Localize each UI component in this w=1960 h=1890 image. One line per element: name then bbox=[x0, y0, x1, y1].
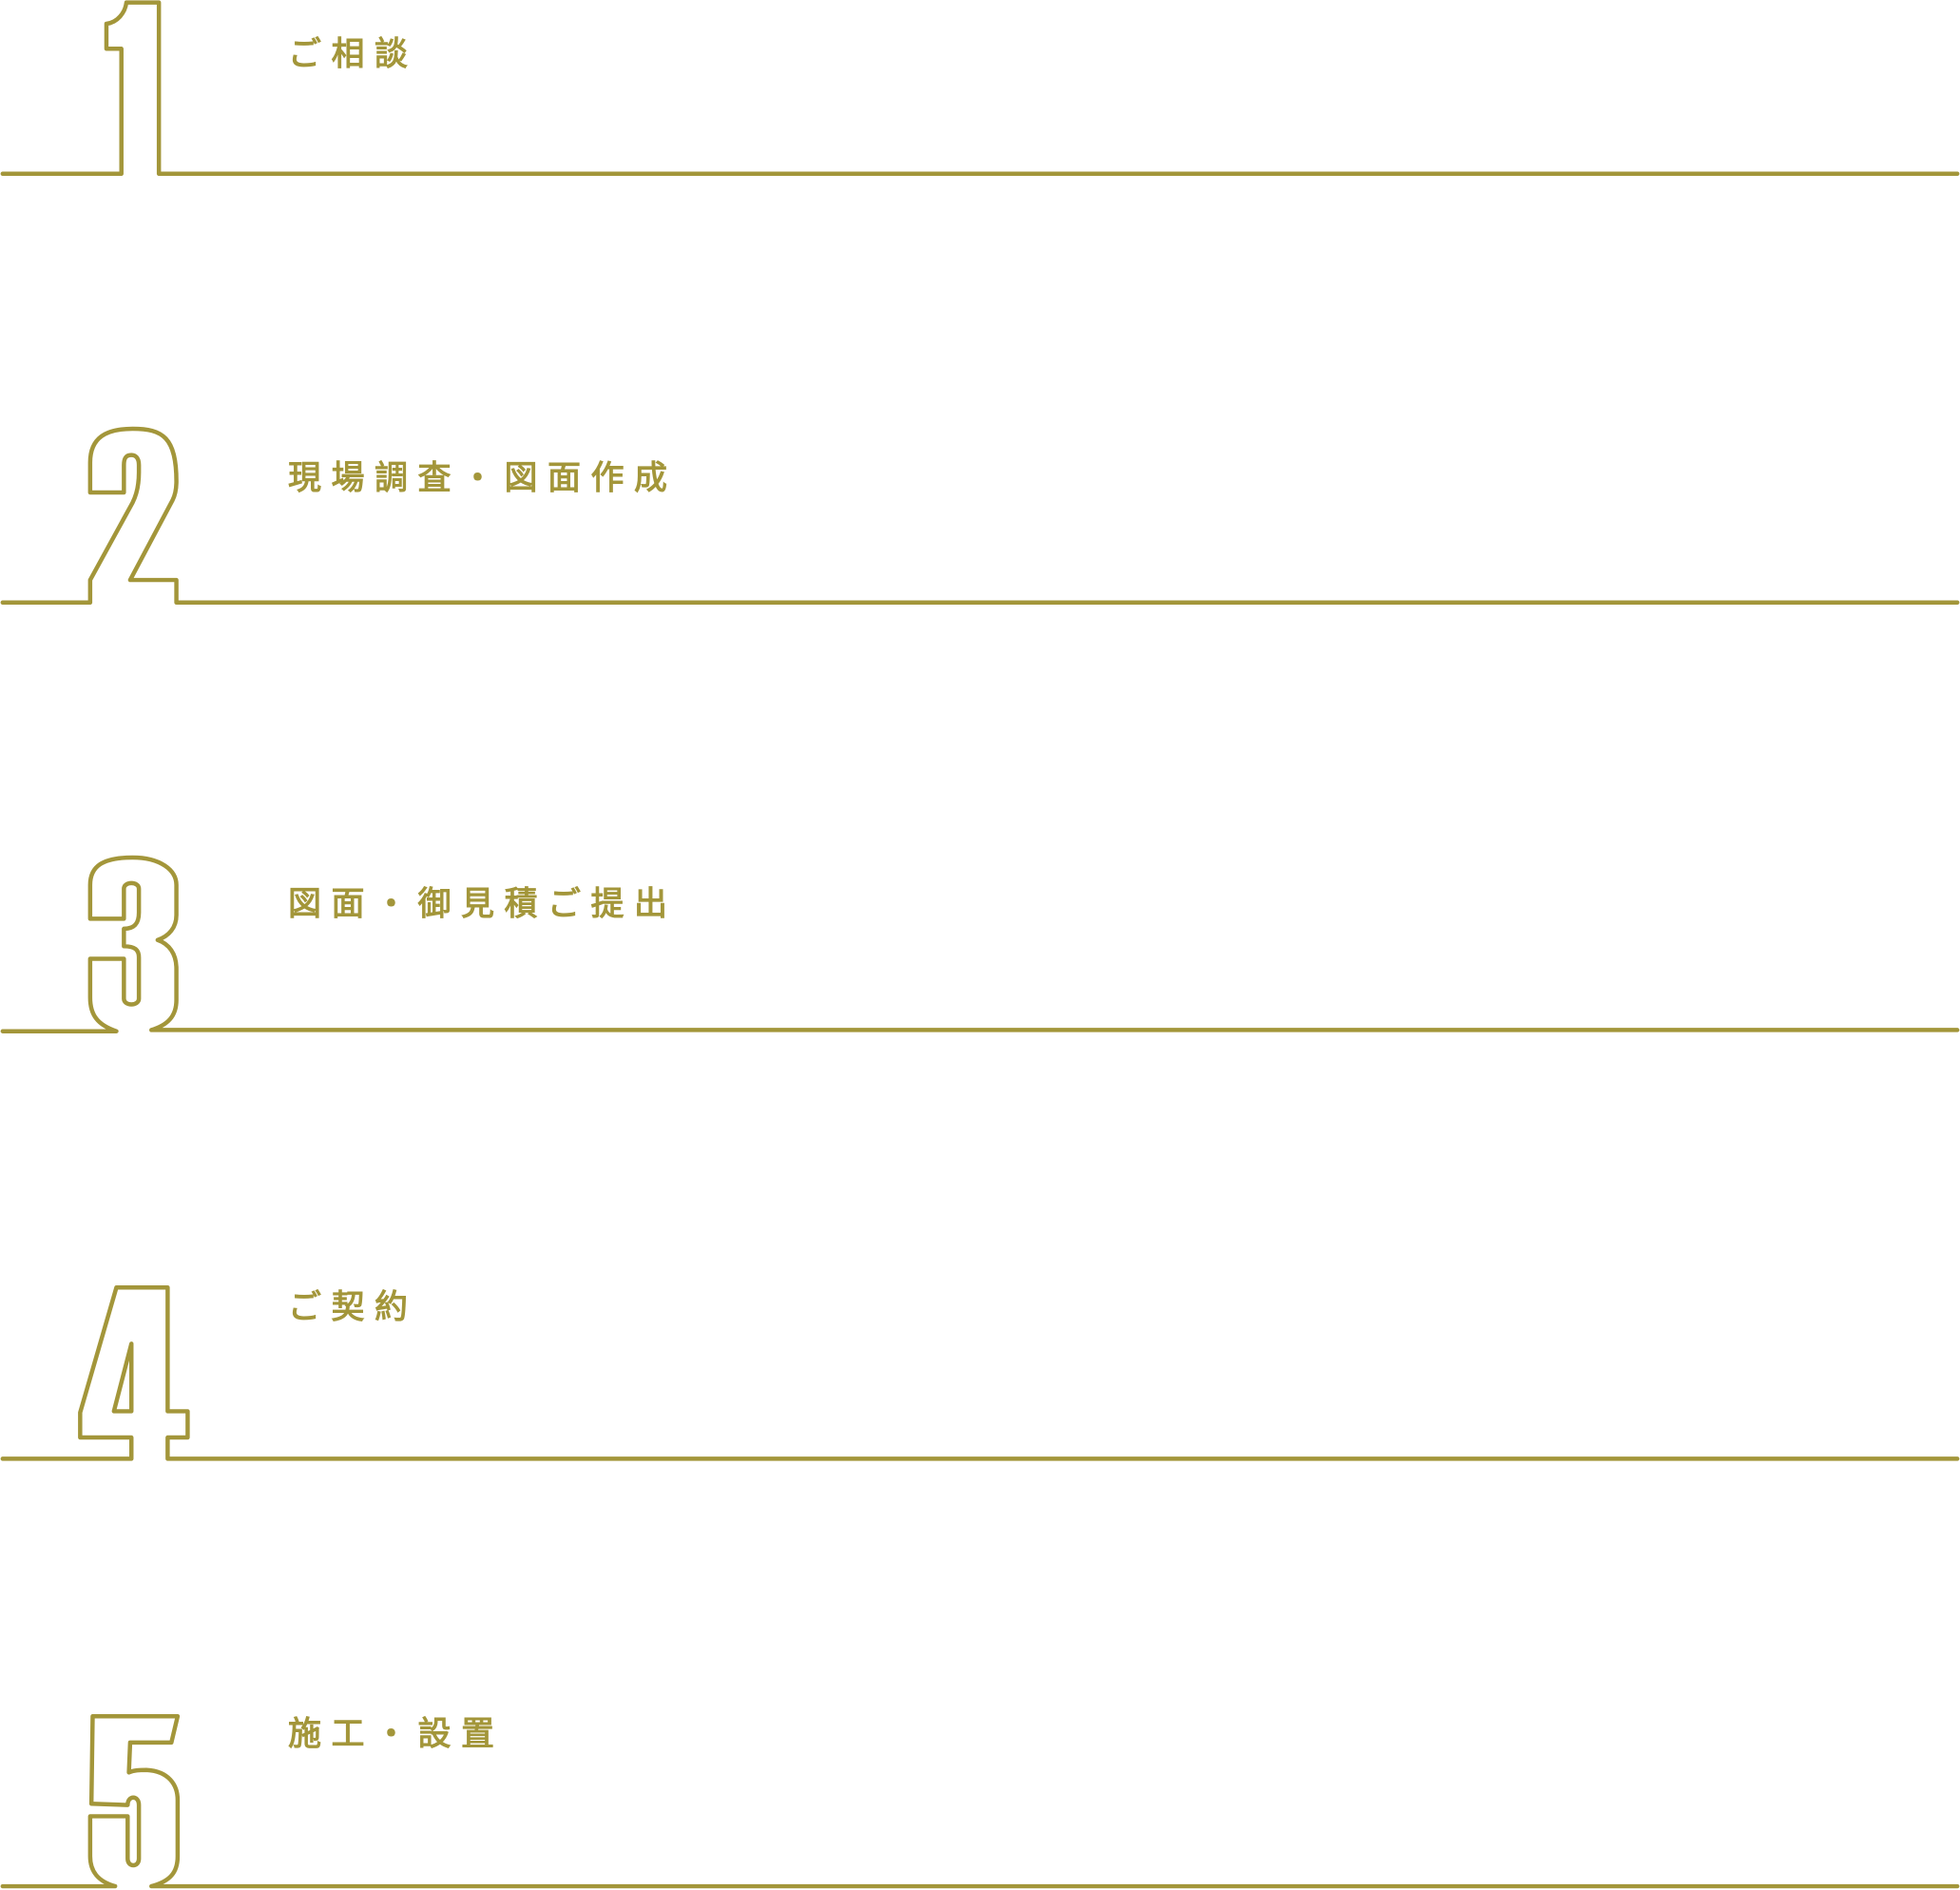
step-4-number-outline bbox=[0, 1285, 1960, 1461]
step-5-label: 施工・設置 bbox=[288, 1715, 505, 1754]
step-2-number-outline bbox=[0, 426, 1960, 605]
step-2-label: 現場調査・図面作成 bbox=[288, 459, 678, 498]
step-3-number-outline bbox=[0, 855, 1960, 1033]
step-3-label: 図面・御見積ご提出 bbox=[288, 885, 678, 924]
step-1-label: ご相談 bbox=[288, 35, 418, 74]
step-1-number-outline bbox=[0, 0, 1960, 176]
step-5-number-outline bbox=[0, 1714, 1960, 1889]
step-4-number-inner bbox=[111, 1341, 134, 1414]
step-4-label: ご契約 bbox=[288, 1288, 418, 1327]
